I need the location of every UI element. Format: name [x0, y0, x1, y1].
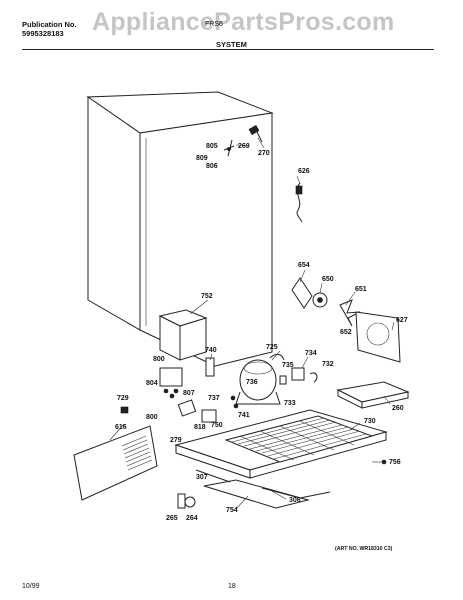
part-label-732: 732: [322, 361, 334, 368]
part-label-740: 740: [205, 347, 217, 354]
part-label-265: 265: [166, 515, 178, 522]
part-label-264: 264: [186, 515, 198, 522]
part-label-269: 269: [238, 143, 250, 150]
part-label-737: 737: [208, 395, 220, 402]
part-label-725: 725: [266, 344, 278, 351]
part-label-650: 650: [322, 276, 334, 283]
rear-access-cover: [73, 425, 158, 501]
publication-label: Publication No.: [22, 20, 77, 29]
top-bracket-parts: [223, 124, 263, 157]
part-label-279: 279: [170, 437, 182, 444]
part-label-270: 270: [258, 150, 270, 157]
drain-pan: [336, 381, 410, 409]
part-label-736: 736: [246, 379, 258, 386]
base-frame-and-condenser: [174, 409, 388, 479]
footer-page-number: 18: [228, 583, 236, 590]
leveler-parts: [177, 493, 196, 509]
part-label-756: 756: [389, 459, 401, 466]
part-label-750: 750: [211, 422, 223, 429]
part-label-729: 729: [117, 395, 129, 402]
part-label-741: 741: [238, 412, 250, 419]
part-label-800-upper: 800: [153, 356, 165, 363]
cabinet-back: [86, 91, 274, 367]
part-label-260: 260: [392, 405, 404, 412]
valve-parts: [159, 357, 215, 394]
footer-date: 10/99: [22, 583, 40, 590]
small-mounting-parts: [120, 393, 239, 423]
section-title: SYSTEM: [216, 40, 247, 49]
part-label-616: 616: [115, 424, 127, 431]
header-rule: [22, 49, 434, 50]
part-label-626: 626: [298, 168, 310, 175]
part-label-804: 804: [146, 380, 158, 387]
lower-rail-parts: [195, 469, 331, 509]
part-number-labels: 805 269 270 809 806 626 654 650 651 627 …: [115, 143, 408, 522]
publication-number: 5995328183: [22, 29, 64, 38]
part-label-651: 651: [355, 286, 367, 293]
part-label-652: 652: [340, 329, 352, 336]
part-label-734: 734: [305, 350, 317, 357]
part-label-627: 627: [396, 317, 408, 324]
duct-part: [158, 309, 208, 361]
wire-harness-part: [295, 182, 303, 223]
part-label-809: 809: [196, 155, 208, 162]
part-label-752: 752: [201, 293, 213, 300]
relay-overload-parts: [279, 367, 318, 385]
part-label-654: 654: [298, 262, 310, 269]
part-label-806: 806: [206, 163, 218, 170]
part-label-754: 754: [226, 507, 238, 514]
model-number: FRS6: [205, 21, 223, 28]
compressor: [235, 353, 285, 405]
art-reference-note: (ART NO. WR18310 C3): [335, 546, 393, 552]
watermark-text: AppliancePartsPros.com: [92, 8, 395, 36]
part-label-307: 307: [196, 474, 208, 481]
part-label-733: 733: [284, 400, 296, 407]
part-label-730: 730: [364, 418, 376, 425]
part-label-735: 735: [282, 362, 294, 369]
part-label-818: 818: [194, 424, 206, 431]
leader-lines: [109, 137, 395, 510]
part-label-800-lower: 800: [146, 414, 158, 421]
part-label-306: 306: [289, 497, 301, 504]
part-label-807: 807: [183, 390, 195, 397]
fan-assembly-parts: [291, 277, 401, 363]
part-label-805: 805: [206, 143, 218, 150]
